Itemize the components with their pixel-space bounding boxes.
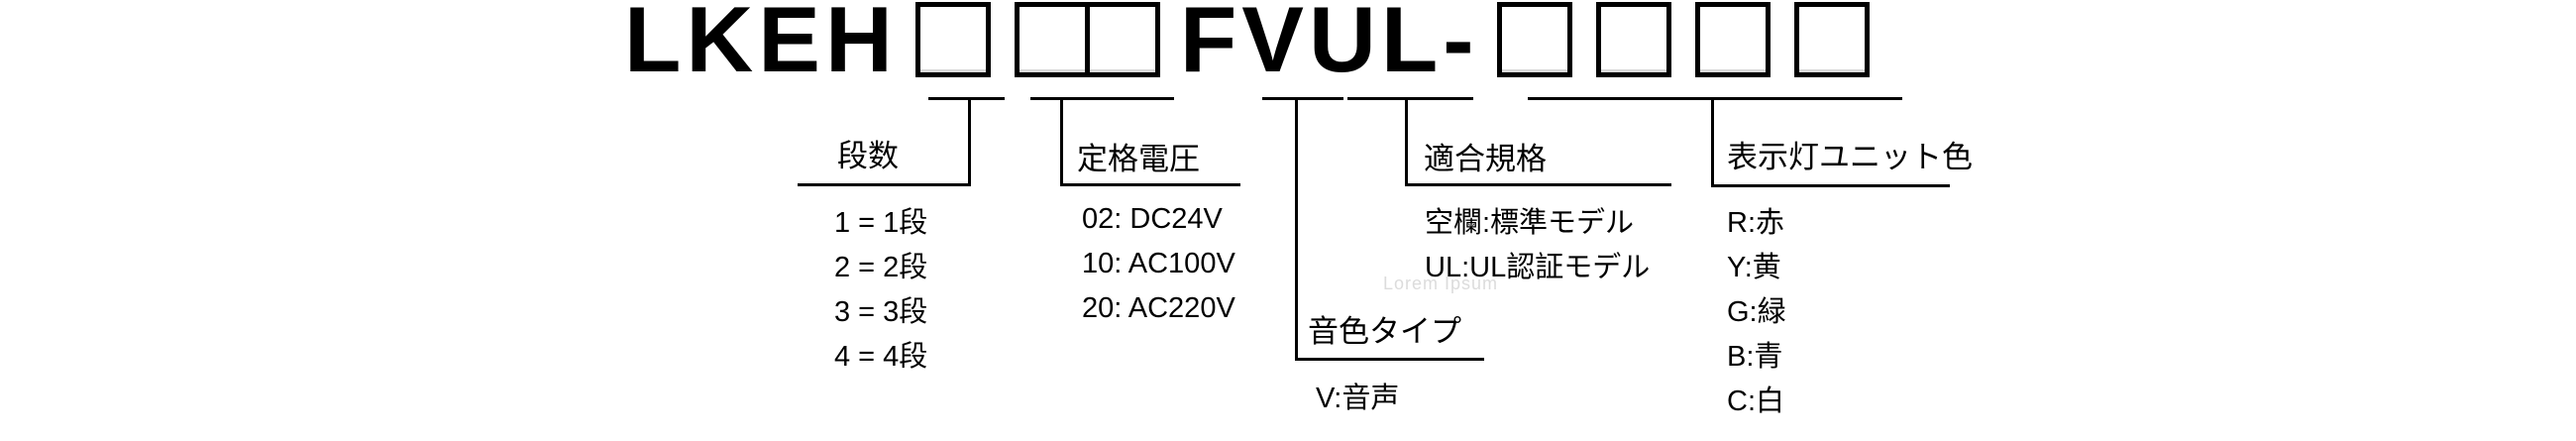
stage-options: 1 = 1段 2 = 2段 3 = 3段 4 = 4段	[834, 197, 927, 376]
sound-underline	[1295, 358, 1484, 361]
stage-option: 4 = 4段	[834, 340, 928, 373]
drop-line-sound	[1295, 97, 1298, 361]
color-options: R:赤 Y:黄 G:緑 B:青 C:白	[1727, 197, 1786, 420]
color-label: 表示灯ユニット色	[1727, 140, 1973, 174]
standard-option: UL:UL認証モデル	[1425, 251, 1651, 283]
sound-options: V:音声	[1316, 373, 1399, 417]
lorem-watermark: Lorem Ipsum	[1383, 274, 1499, 293]
model-code-infix: FVUL-	[1179, 0, 1479, 91]
stage-option: 3 = 3段	[834, 295, 928, 328]
tick-line-sound	[1262, 97, 1343, 100]
stage-digit-box	[914, 2, 991, 77]
stage-label: 段数	[837, 139, 899, 173]
voltage-option: 10: AC100V	[1082, 248, 1235, 279]
tick-line-voltage	[1030, 97, 1174, 100]
stage-option: 2 = 2段	[834, 251, 928, 283]
color-option: R:赤	[1727, 206, 1785, 239]
model-code-prefix: LKEH	[624, 0, 898, 91]
voltage-digit-box-2	[1089, 2, 1160, 77]
voltage-options: 02: DC24V 10: AC100V 20: AC220V	[1082, 197, 1235, 331]
drop-line-color	[1711, 97, 1714, 187]
voltage-label: 定格電圧	[1077, 142, 1200, 176]
voltage-digit-box-1	[1014, 2, 1090, 77]
sound-option: V:音声	[1316, 382, 1400, 414]
standard-options: 空欄:標準モデル UL:UL認証モデル	[1425, 197, 1650, 286]
color-option: C:白	[1727, 385, 1785, 417]
model-code: LKEH FVUL-	[624, 0, 1870, 91]
drop-line-stage	[968, 97, 971, 186]
drop-line-standard	[1405, 97, 1408, 186]
color-digit-box-1	[1496, 2, 1572, 77]
standard-underline	[1405, 183, 1671, 186]
standard-option: 空欄:標準モデル	[1425, 206, 1635, 239]
tick-line-color	[1528, 97, 1902, 100]
color-digit-box-3	[1694, 2, 1771, 77]
color-option: Y:黄	[1727, 251, 1781, 283]
drop-line-voltage	[1060, 97, 1063, 186]
color-digit-box-4	[1793, 2, 1870, 77]
standard-label: 適合規格	[1424, 142, 1547, 176]
color-underline	[1711, 184, 1950, 187]
voltage-option: 02: DC24V	[1082, 203, 1223, 235]
voltage-digit-boxes	[1014, 0, 1160, 77]
tick-line-stage	[928, 97, 1005, 100]
stage-option: 1 = 1段	[834, 206, 928, 239]
color-option: B:青	[1727, 340, 1783, 373]
tick-line-standard	[1347, 97, 1473, 100]
stage-underline	[798, 183, 971, 186]
voltage-option: 20: AC220V	[1082, 292, 1235, 324]
sound-label: 音色タイプ	[1308, 314, 1461, 349]
voltage-underline	[1060, 183, 1240, 186]
color-option: G:緑	[1727, 295, 1786, 328]
color-digit-box-2	[1595, 2, 1671, 77]
